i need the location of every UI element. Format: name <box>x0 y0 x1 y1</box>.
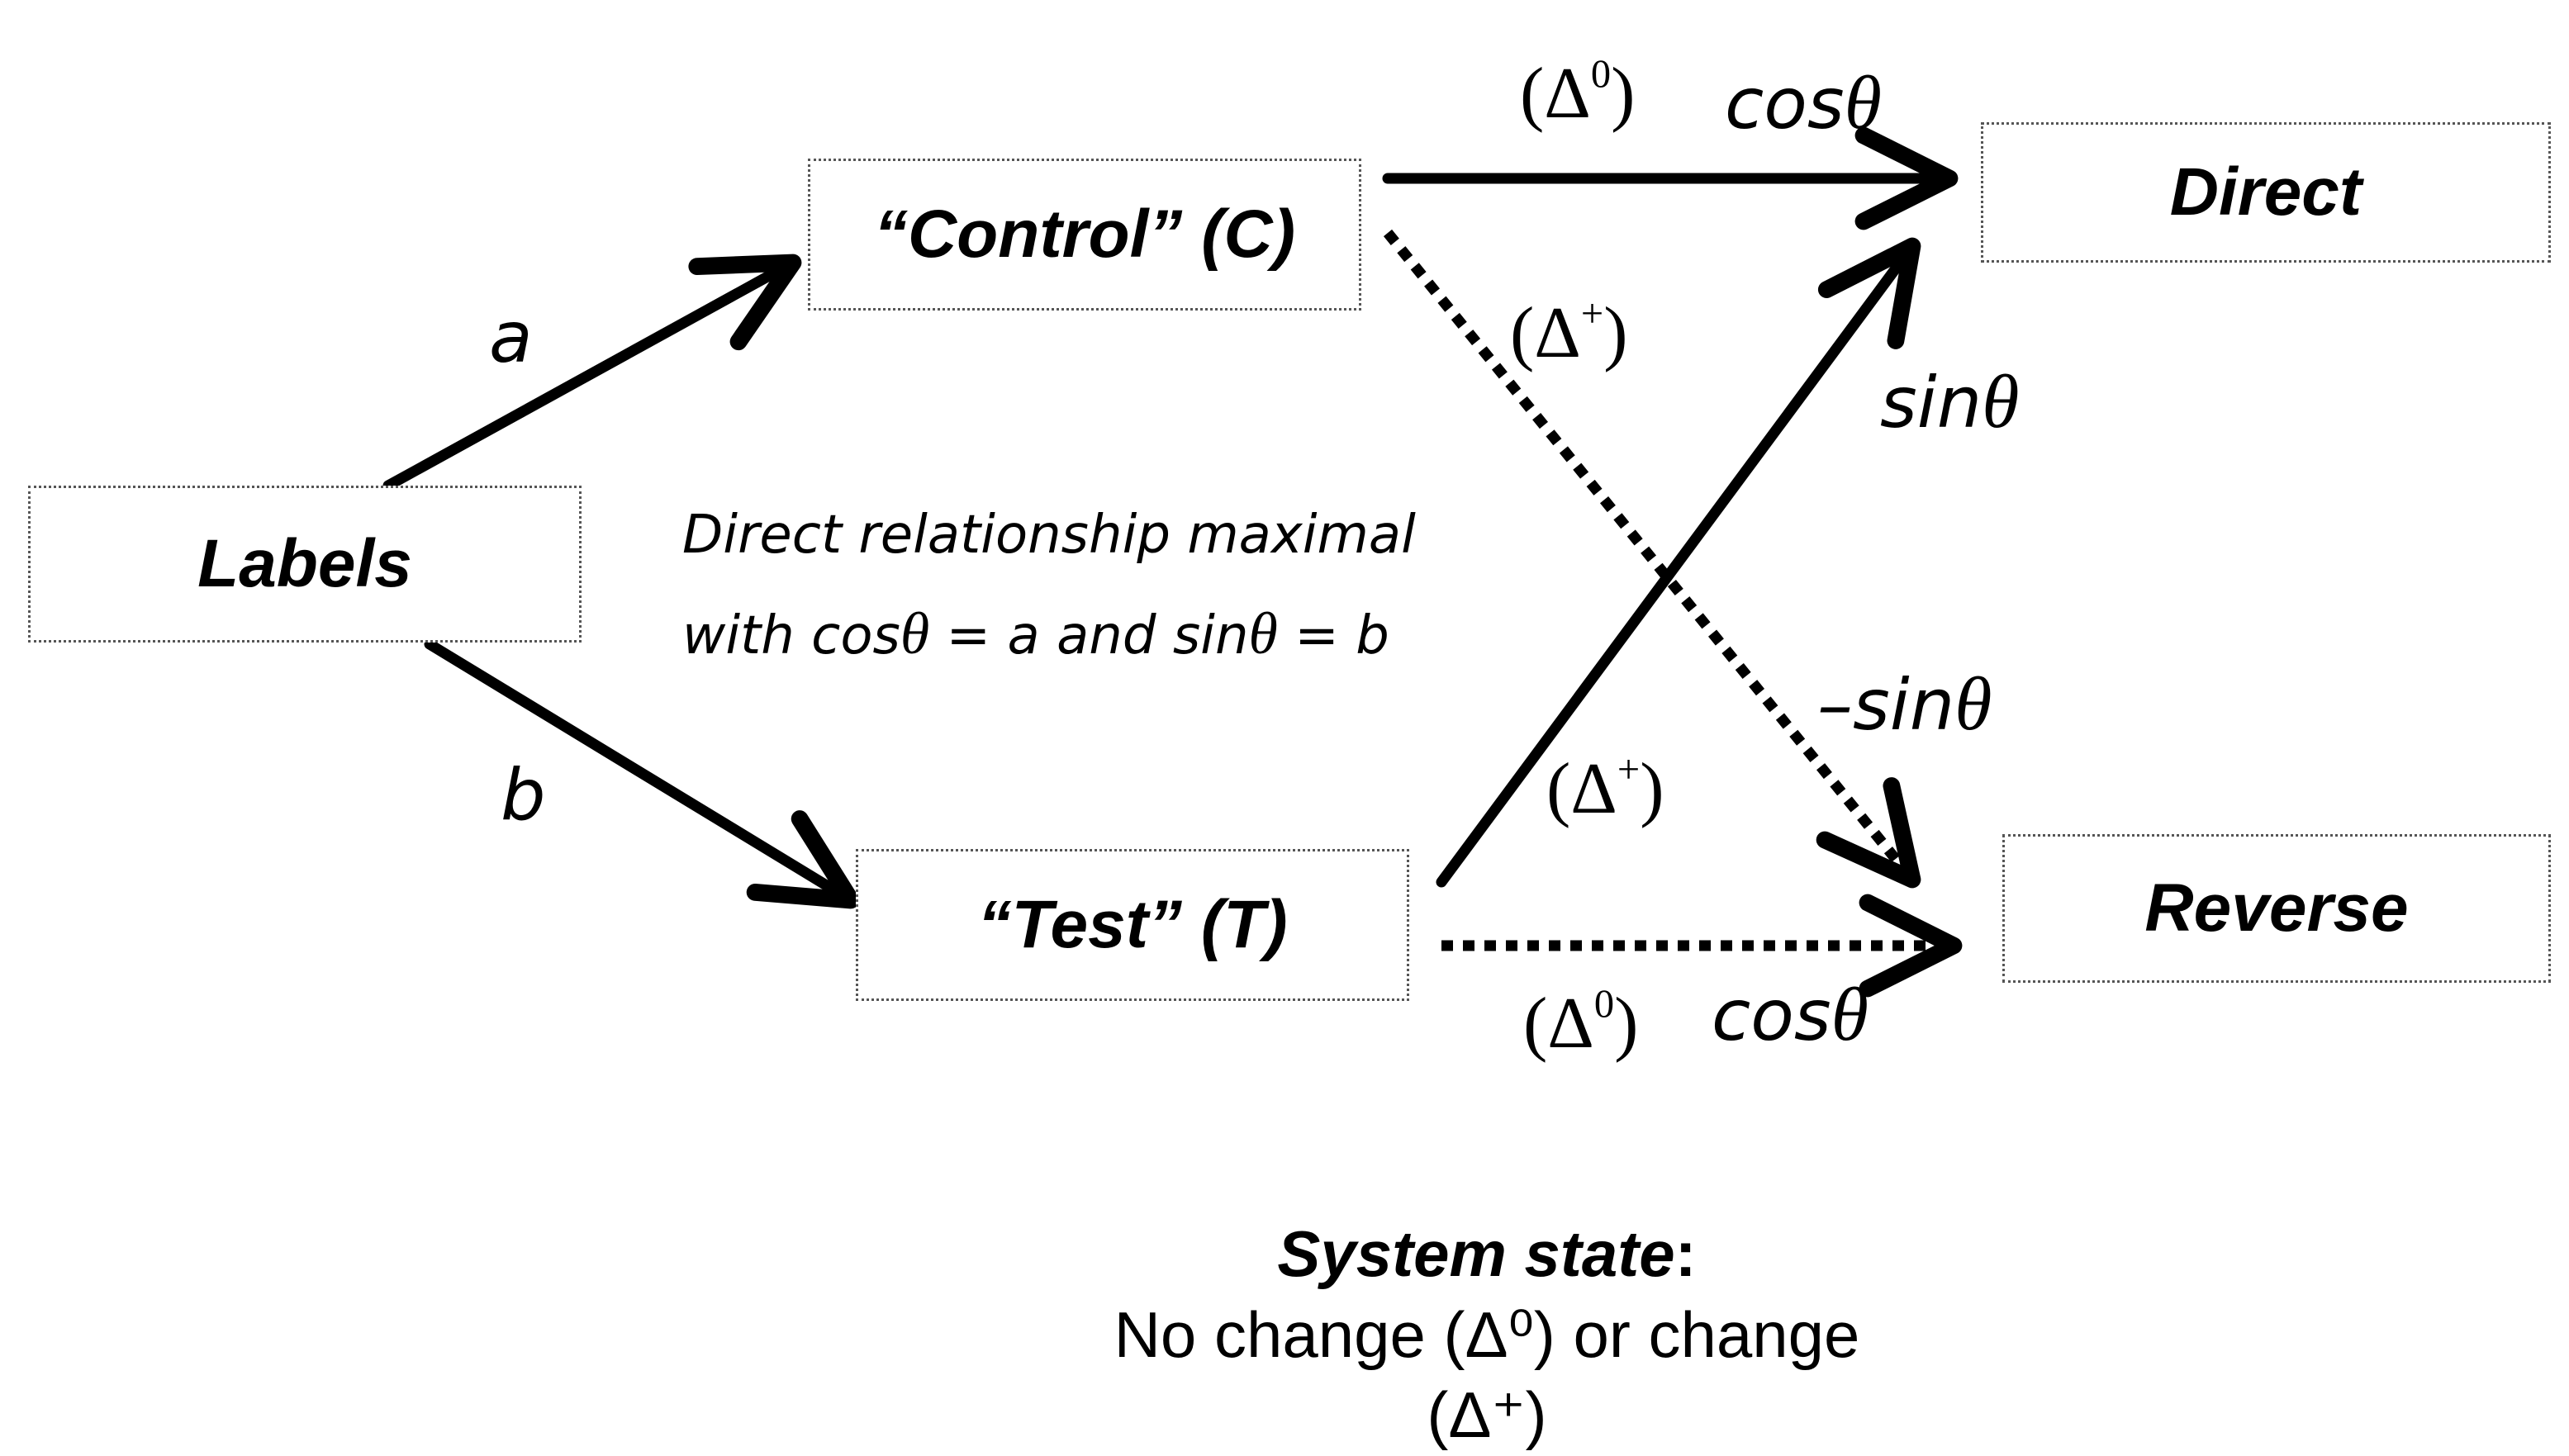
diagram-canvas: Labels “Control” (C) “Test” (T) Direct R… <box>28 52 2551 1451</box>
edge-label-a: a <box>489 296 533 379</box>
edge-test-to-direct <box>1436 237 1921 888</box>
edge-control-to-reverse <box>1383 229 1921 889</box>
edge-labels-to-control <box>382 254 802 491</box>
edge-label-delta-zero-top: (Δ0) <box>1520 52 1636 134</box>
node-test-text: “Test” (T) <box>977 887 1288 962</box>
edges-layer <box>382 126 1963 998</box>
edge-label-delta-plus-top: (Δ+) <box>1510 292 1628 373</box>
node-control-text: “Control” (C) <box>873 197 1296 272</box>
node-direct-text: Direct <box>2169 154 2362 230</box>
edge-label-delta-zero-bottom: (Δ0) <box>1523 982 1639 1064</box>
edge-label-neg-sin: –sinθ <box>1817 662 1992 747</box>
node-reverse: Reverse <box>2002 834 2551 983</box>
edge-label-sin: sinθ <box>1880 359 2020 444</box>
legend-description: No change (Δ⁰) or change (Δ⁺) <box>1114 1297 1860 1452</box>
edge-label-cos-bottom: cosθ <box>1712 972 1869 1057</box>
node-direct: Direct <box>1981 122 2551 263</box>
relationship-note: Direct relationship maximal with cosθ = … <box>682 489 1416 685</box>
legend-title-line: System state: <box>1277 1217 1697 1290</box>
relationship-note-line1: Direct relationship maximal <box>682 505 1416 566</box>
edge-label-delta-plus-mid: (Δ+) <box>1546 747 1664 829</box>
relationship-note-line2: with cosθ = a and sinθ = b <box>682 600 1389 666</box>
node-reverse-text: Reverse <box>2144 870 2409 946</box>
node-labels-text: Labels <box>197 526 412 601</box>
node-test: “Test” (T) <box>856 849 1409 1001</box>
edge-label-b: b <box>501 754 546 837</box>
edge-labels-to-test <box>424 638 860 909</box>
node-control: “Control” (C) <box>808 159 1361 311</box>
node-labels: Labels <box>28 486 582 643</box>
edge-label-cos-top: cosθ <box>1725 60 1882 145</box>
system-state-legend: System state: No change (Δ⁰) or change (… <box>1090 1214 1883 1456</box>
